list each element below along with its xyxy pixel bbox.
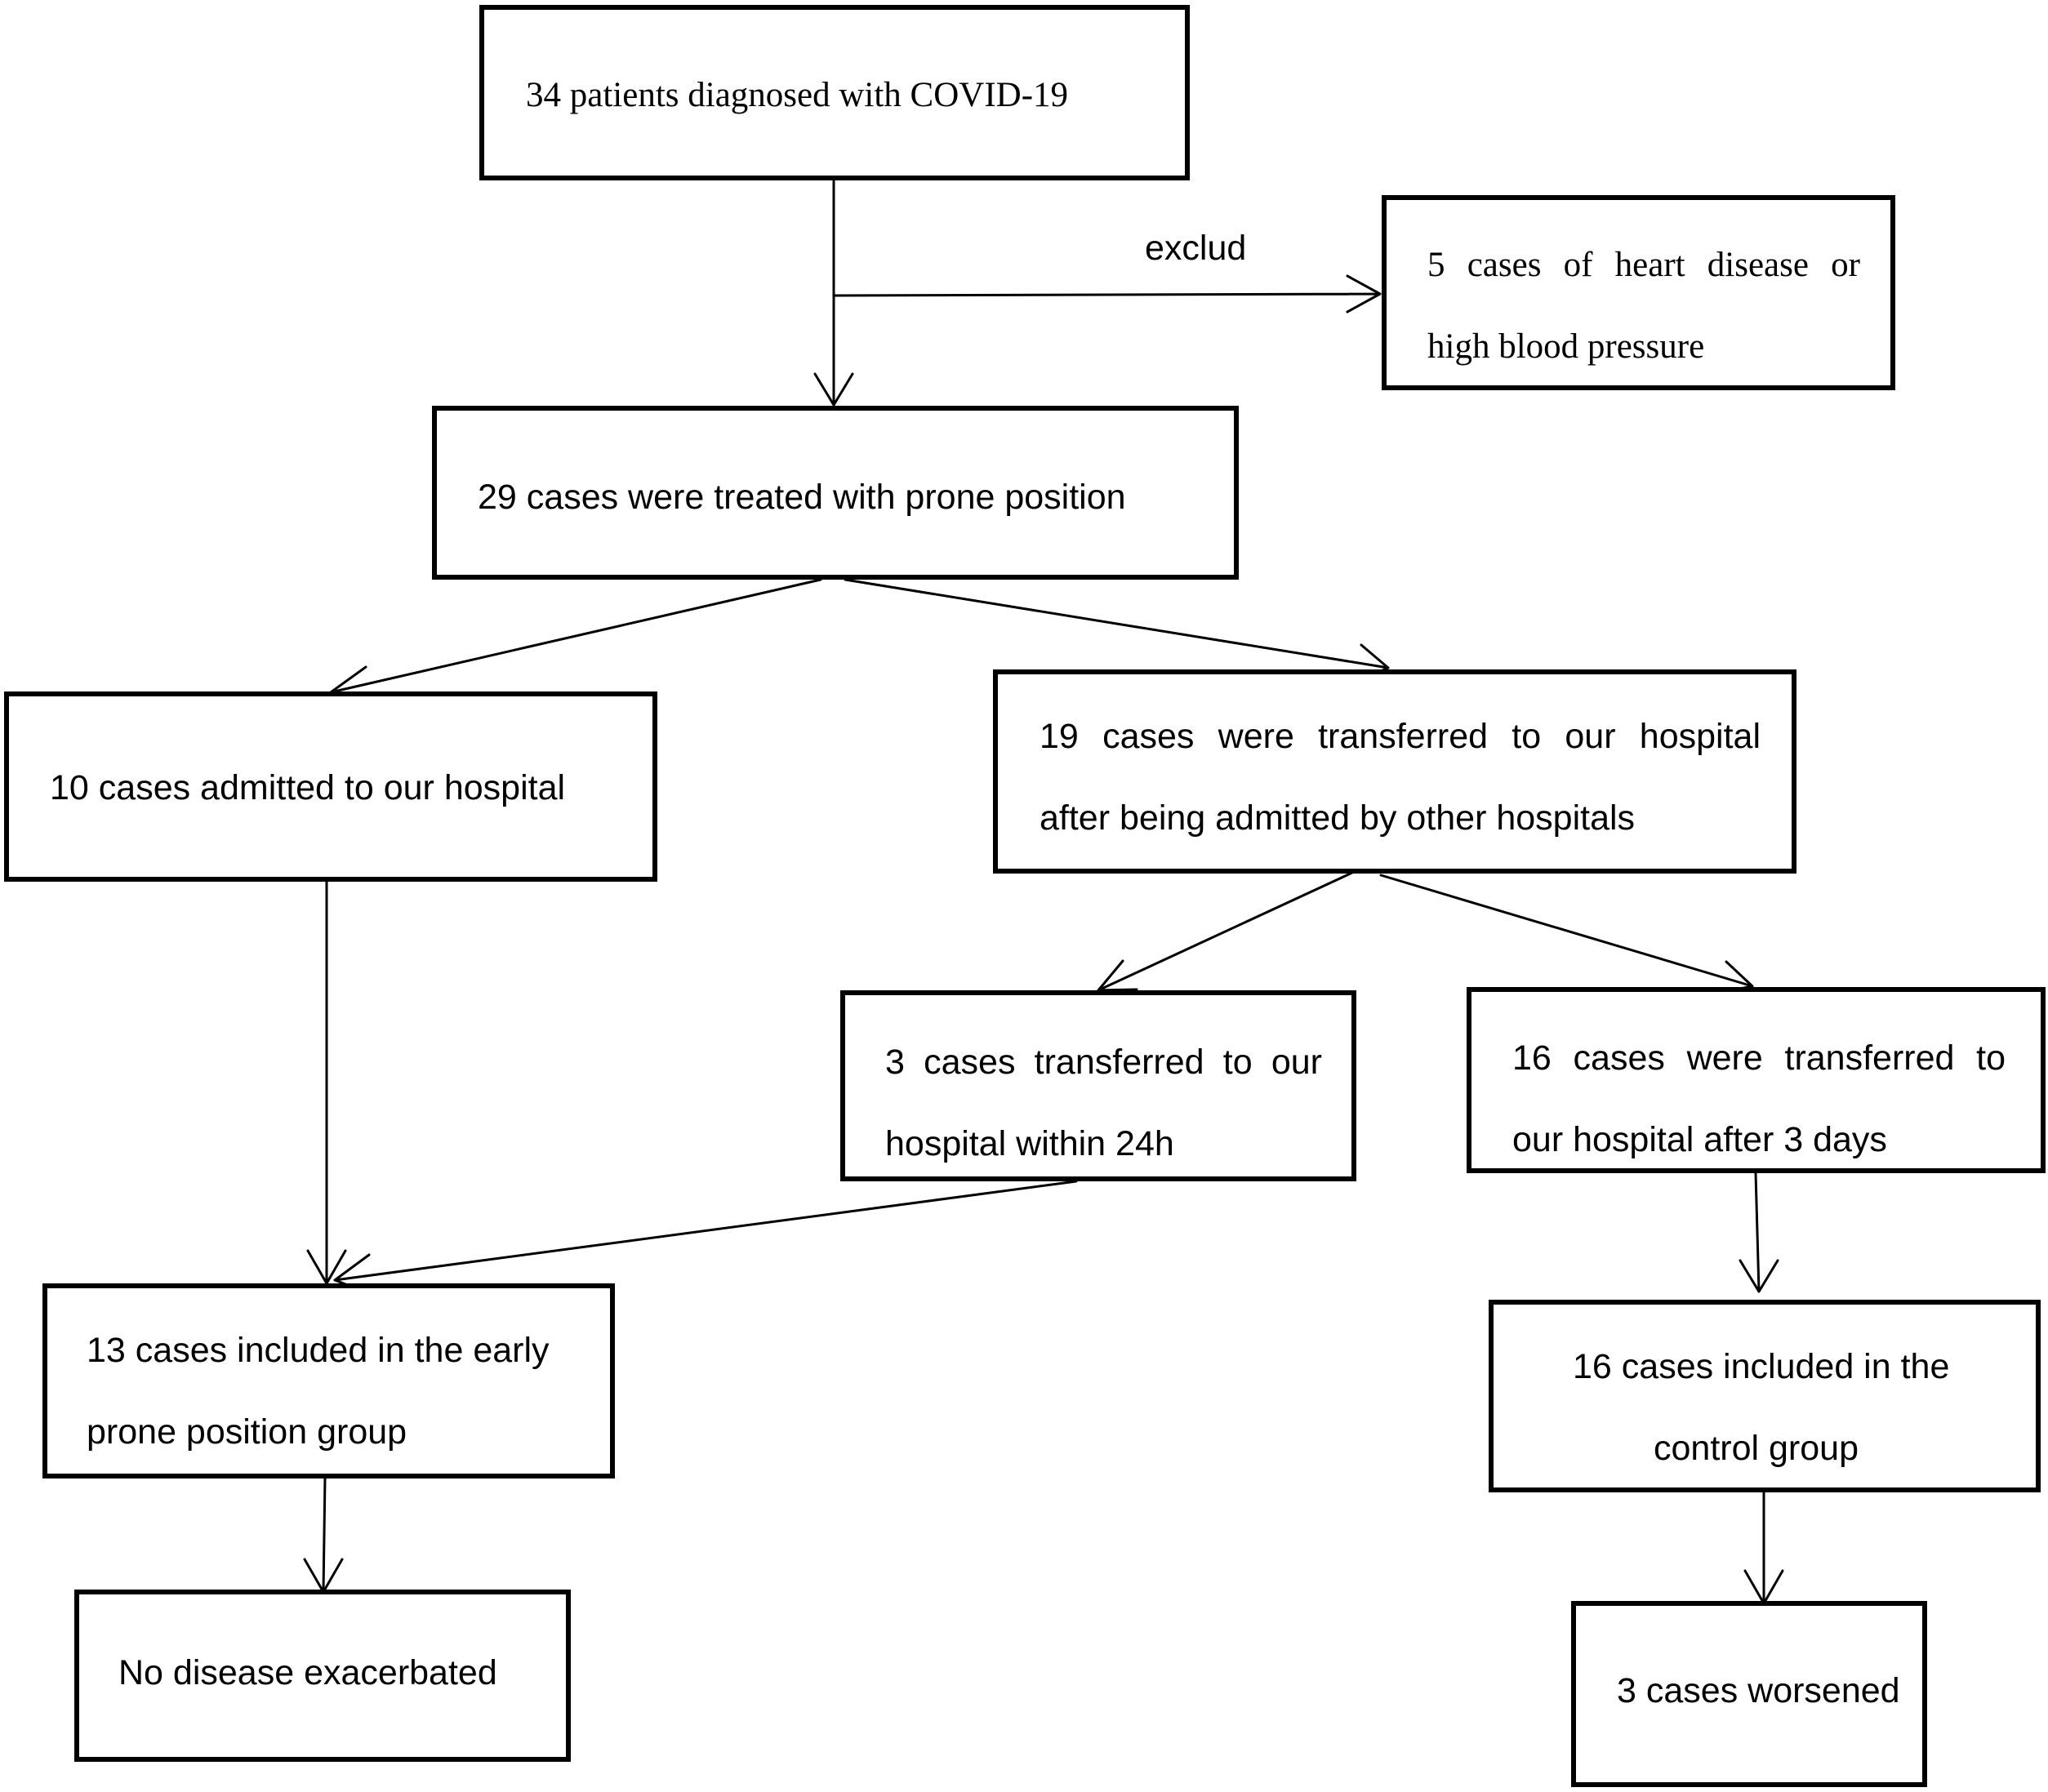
box-worsened-text: 3 cases worsened (1617, 1671, 1900, 1710)
box-worsened: 3 cases worsened (1571, 1601, 1927, 1787)
arrow-prone-to-admitted (329, 578, 822, 702)
box-prone-treated-text: 29 cases were treated with prone positio… (478, 478, 1126, 517)
box-no-exacerbation: No disease exacerbated (74, 1590, 571, 1762)
box-transferred-line1: 19 cases were transferred to our hospita… (1040, 717, 1761, 756)
box-control-group-line2: control group (1654, 1429, 1859, 1468)
box-after-3-days: 16 cases were transferred to our hospita… (1467, 987, 2046, 1173)
box-admitted-text: 10 cases admitted to our hospital (50, 768, 566, 807)
exclude-label: exclud (1145, 229, 1247, 268)
box-excluded-line2: high blood pressure (1427, 327, 1705, 366)
box-transferred-line2: after being admitted by other hospitals (1040, 798, 1636, 838)
arrow-total-to-prone (813, 180, 854, 407)
box-total-patients-text: 34 patients diagnosed with COVID-19 (526, 76, 1069, 114)
box-control-group-line1: 16 cases included in the (1573, 1347, 1950, 1386)
box-within-24h-line2: hospital within 24h (885, 1124, 1174, 1163)
box-early-prone-group-line1: 13 cases included in the early (87, 1331, 550, 1370)
box-total-patients: 34 patients diagnosed with COVID-19 (479, 5, 1190, 180)
box-control-group: 16 cases included in the control group (1489, 1300, 2041, 1492)
arrow-admitted-to-early (306, 880, 347, 1285)
box-prone-treated: 29 cases were treated with prone positio… (432, 406, 1239, 580)
box-admitted: 10 cases admitted to our hospital (4, 691, 657, 882)
arrow-early-to-outcome (303, 1476, 344, 1594)
box-within-24h-line1: 3 cases transferred to our (885, 1043, 1322, 1082)
arrow-exclude-branch (832, 274, 1382, 313)
box-within-24h: 3 cases transferred to our hospital with… (840, 990, 1356, 1181)
arrow-prone-to-transferred (844, 578, 1390, 684)
arrow-control-to-outcome (1743, 1491, 1784, 1605)
arrow-within24-to-early (333, 1180, 1078, 1296)
box-no-exacerbation-text: No disease exacerbated (118, 1653, 497, 1692)
box-after-3-days-line2: our hospital after 3 days (1512, 1120, 1887, 1159)
box-after-3-days-line1: 16 cases were transferred to (1512, 1038, 2006, 1078)
box-early-prone-group: 13 cases included in the early prone pos… (42, 1283, 615, 1479)
box-early-prone-group-line2: prone position group (87, 1412, 407, 1452)
arrow-transferred-to-within24 (1097, 865, 1366, 992)
arrow-transferred-to-after3 (1379, 874, 1754, 994)
box-excluded: 5 cases of heart disease or high blood p… (1382, 195, 1895, 390)
box-excluded-line1: 5 cases of heart disease or (1427, 246, 1860, 284)
box-transferred: 19 cases were transferred to our hospita… (993, 669, 1796, 874)
arrow-after3-to-control (1739, 1172, 1779, 1293)
